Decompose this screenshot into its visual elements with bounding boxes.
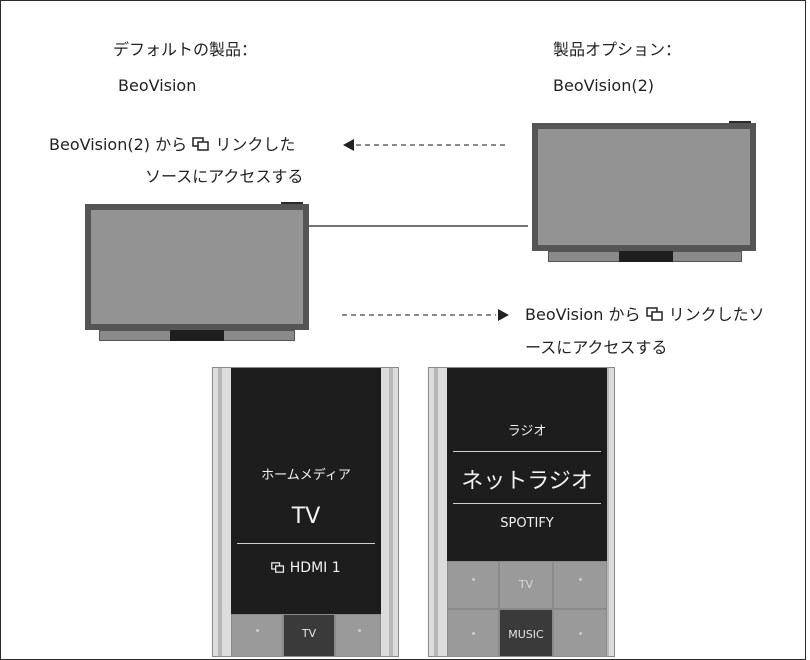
option-product-title: 製品オプション：: [553, 40, 682, 59]
right-note-suffix: リンクしたソ: [668, 305, 765, 324]
right-note-prefix: BeoVision から: [525, 305, 641, 324]
arrow-left-icon: [343, 139, 354, 151]
linked-source-icon: [645, 307, 663, 321]
key-dot: [256, 629, 259, 632]
linked-source-icon: [192, 137, 209, 151]
remote-right: ラジオ ネットラジオ SPOTIFY TV MUSIC: [428, 367, 615, 657]
linked-source-icon: [271, 562, 285, 573]
key-tv-label: TV: [301, 627, 317, 640]
key-music-label: MUSIC: [508, 628, 544, 641]
key-music[interactable]: MUSIC: [499, 609, 553, 656]
key-dot: [579, 632, 582, 635]
key-upper-right[interactable]: [553, 561, 607, 609]
right-note-line2: ースにアクセスする: [525, 338, 668, 357]
menu-item-hdmi[interactable]: HDMI 1: [231, 560, 381, 576]
menu-item-net-radio-selected[interactable]: ネットラジオ: [461, 469, 593, 494]
tv-right-screen: [532, 123, 756, 251]
key-dot: [472, 578, 475, 581]
left-note-prefix: BeoVision(2) から: [49, 135, 188, 154]
remote-left-rail: [389, 368, 393, 656]
menu-divider: [237, 543, 375, 544]
key-dot: [579, 578, 582, 581]
menu-item-hdmi-label: HDMI 1: [289, 560, 341, 576]
remote-right-rail: [605, 368, 609, 656]
tv-right-stand-center: [619, 251, 673, 262]
key-lower-right[interactable]: [553, 609, 607, 656]
remote-left-display: ホームメディア TV HDMI 1: [231, 368, 381, 614]
menu-item-home-media[interactable]: ホームメディア: [261, 468, 351, 483]
tv-left-stand-center: [170, 330, 224, 341]
key-dot: [472, 632, 475, 635]
remote-right-rail: [434, 368, 438, 656]
key-left[interactable]: [231, 614, 283, 656]
tv-left-screen: [85, 204, 309, 330]
menu-divider: [453, 451, 601, 452]
menu-item-tv-selected[interactable]: TV: [291, 504, 321, 529]
key-tv-label: TV: [518, 578, 534, 591]
left-note-suffix: リンクした: [215, 135, 296, 154]
default-product-title: デフォルトの製品：: [113, 40, 258, 59]
key-tv[interactable]: TV: [283, 614, 335, 656]
key-tv[interactable]: TV: [499, 561, 553, 609]
left-note-line1: BeoVision(2) から リンクした: [49, 135, 295, 155]
default-product-name: BeoVision: [118, 76, 197, 95]
menu-item-spotify[interactable]: SPOTIFY: [500, 516, 554, 531]
remote-left-rail: [218, 368, 222, 656]
arrow-right-icon: [498, 309, 509, 321]
right-note-line1: BeoVision から リンクしたソ: [525, 305, 765, 325]
key-lower-left[interactable]: [447, 609, 499, 656]
key-upper-left[interactable]: [447, 561, 499, 609]
key-right[interactable]: [335, 614, 381, 656]
remote-right-display: ラジオ ネットラジオ SPOTIFY: [447, 368, 607, 561]
remote-left: ホームメディア TV HDMI 1 TV: [212, 367, 399, 657]
key-dot: [358, 629, 361, 632]
option-product-name: BeoVision(2): [553, 76, 655, 95]
menu-item-radio[interactable]: ラジオ: [507, 424, 547, 439]
menu-divider: [453, 503, 601, 504]
left-note-line2: ソースにアクセスする: [145, 167, 304, 186]
